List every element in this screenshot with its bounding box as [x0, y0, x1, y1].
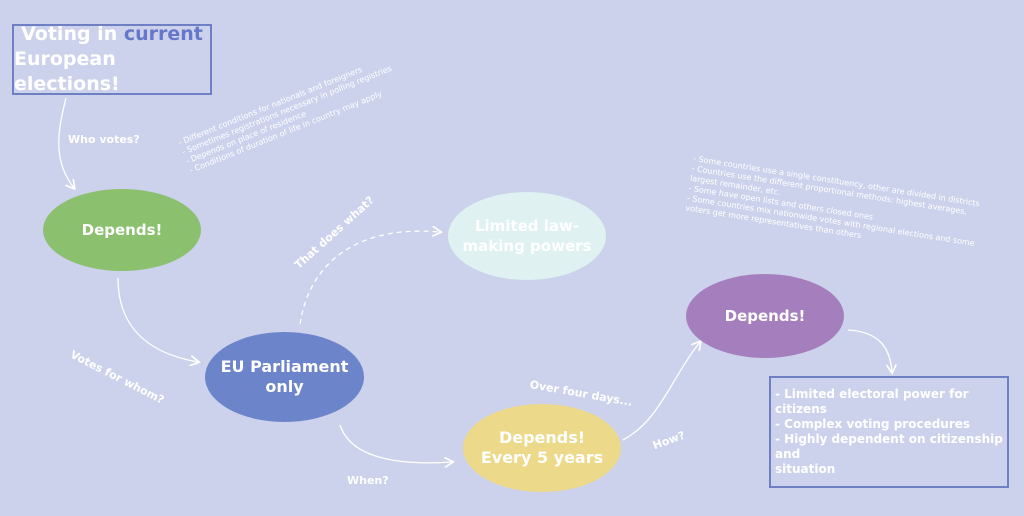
node-depends-when: Depends! Every 5 years [463, 404, 621, 492]
title-accent-word: current [123, 23, 203, 45]
node-label: only [265, 377, 304, 396]
outcome-line: - Complex voting procedures [775, 417, 971, 431]
title-box: Voting in current European elections! [12, 22, 212, 95]
title-line-1: Voting in current [21, 22, 203, 47]
title-line-2: European elections! [14, 48, 120, 95]
node-eu-parliament: EU Parliament only [205, 332, 364, 422]
arrow-yellow-to-purple [622, 342, 700, 441]
arrow-title-to-green [58, 97, 74, 188]
node-depends-how: Depends! [686, 274, 844, 358]
title-line-1-text: Voting in [21, 23, 124, 45]
node-label: making powers [462, 237, 592, 255]
outcome-line: - Highly dependent on citizenship and [775, 432, 1003, 461]
node-label: Depends! [81, 221, 163, 239]
outcome-line: - Limited electoral power for citizens [775, 387, 969, 416]
outcome-box: - Limited electoral power for citizens -… [769, 376, 1009, 488]
node-label: Depends! [498, 428, 586, 447]
node-label: Depends! [724, 307, 806, 325]
node-label: EU Parliament [220, 357, 349, 376]
node-limited-powers: Limited law- making powers [448, 192, 606, 280]
arrow-green-to-blue [117, 277, 198, 362]
arrow-blue-to-yellow [339, 424, 452, 463]
node-label: Limited law- [474, 217, 580, 235]
label-who-votes: Who votes? [68, 133, 140, 146]
node-label: Every 5 years [480, 448, 604, 467]
label-when: When? [347, 474, 389, 487]
outcome-line: situation [775, 462, 836, 476]
node-depends-who: Depends! [43, 189, 201, 271]
arrow-purple-to-outcome [847, 329, 892, 372]
arrow-blue-to-light [299, 231, 440, 325]
